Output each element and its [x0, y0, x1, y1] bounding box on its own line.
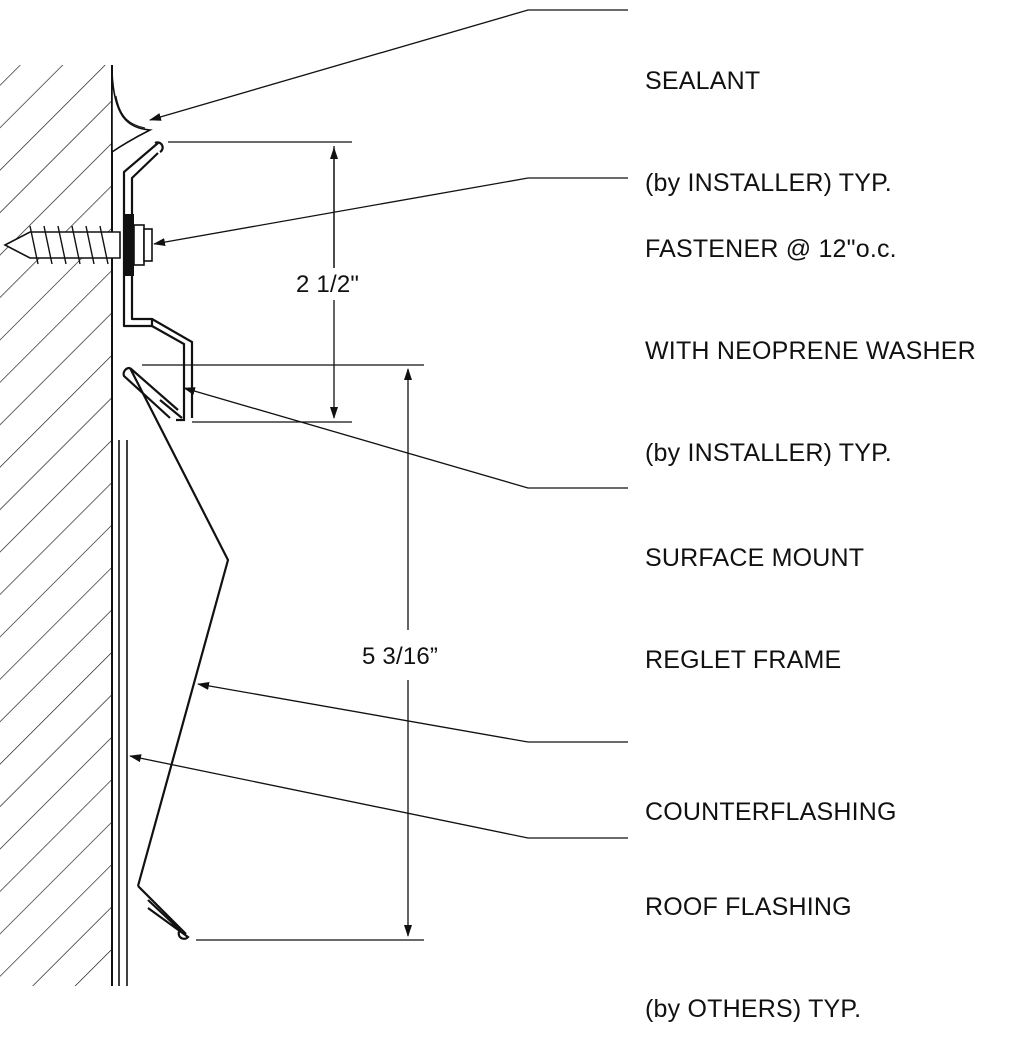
roof-flashing-label-line-2: (by OTHERS) TYP.	[645, 995, 862, 1023]
dimension-text-lower: 5 3/16”	[362, 643, 439, 670]
leader-counterflashing	[197, 681, 628, 743]
reglet-label: SURFACE MOUNT REGLET FRAME	[645, 473, 864, 711]
roof-flashing-label: ROOF FLASHING (by OTHERS) TYP.	[645, 822, 861, 1060]
leader-sealant	[149, 9, 628, 121]
reglet-label-line-2: REGLET FRAME	[645, 646, 842, 674]
reglet-label-line-1: SURFACE MOUNT	[645, 544, 865, 572]
counterflashing	[122, 366, 230, 940]
reglet-detail-drawing: SEALANT (by INSTALLER) TYP. FASTENER @ 1…	[0, 0, 976, 1023]
counterflashing-label-line-1: COUNTERFLASHING	[645, 798, 897, 826]
fastener-label-line-1: FASTENER @ 12"o.c.	[645, 235, 897, 263]
leader-lines	[129, 9, 628, 839]
roof-flashing-leg	[118, 440, 128, 986]
sealant-label: SEALANT (by INSTALLER) TYP.	[645, 0, 892, 234]
fastener-label: FASTENER @ 12"o.c. WITH NEOPRENE WASHER …	[645, 164, 976, 504]
fastener-label-line-3: (by INSTALLER) TYP.	[645, 439, 892, 467]
counterflashing-label: COUNTERFLASHING	[645, 727, 897, 863]
reglet-frame	[122, 141, 194, 422]
detail-linework	[0, 9, 628, 986]
fastener	[3, 214, 153, 276]
roof-flashing-label-line-1: ROOF FLASHING	[645, 893, 852, 921]
fastener-label-line-2: WITH NEOPRENE WASHER	[645, 337, 976, 365]
leader-fastener	[153, 177, 628, 247]
sealant-label-line-2: (by INSTALLER) TYP.	[645, 169, 892, 197]
wall-section	[0, 65, 113, 986]
sealant-bead	[111, 71, 153, 154]
leader-reglet	[183, 387, 628, 489]
leader-roof-flashing	[129, 754, 628, 839]
dimension-line-upper	[168, 141, 352, 423]
dimension-line-lower	[142, 364, 424, 941]
dimension-text-upper: 2 1/2"	[296, 271, 360, 298]
sealant-label-line-1: SEALANT	[645, 67, 761, 95]
